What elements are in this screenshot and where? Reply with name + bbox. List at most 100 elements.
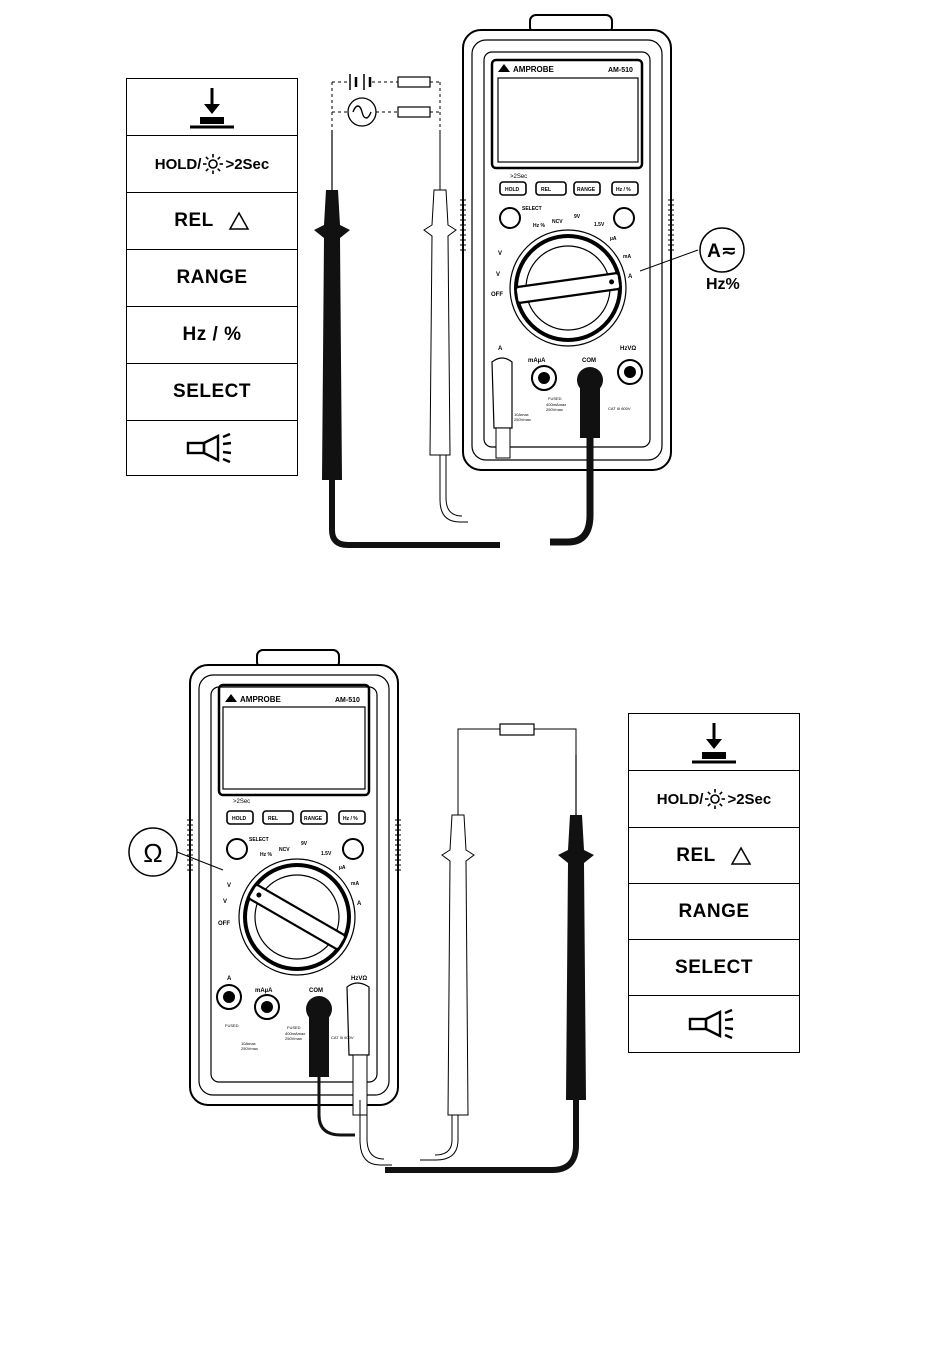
top-key-select: SELECT bbox=[127, 364, 297, 421]
select-label-bottom: SELECT bbox=[675, 956, 753, 978]
top-key-hold-backlight: HOLD/ >2Sec bbox=[127, 136, 297, 193]
bottom-key-hold-icon-cell bbox=[629, 714, 799, 771]
bottom-key-select: SELECT bbox=[629, 940, 799, 996]
dial-vac: V bbox=[496, 272, 500, 278]
resistor-icon-bottom bbox=[499, 723, 535, 736]
jack-v-label-bottom: HzVΩ bbox=[351, 976, 367, 982]
sine-wave-icon bbox=[332, 97, 440, 127]
dial-vdc: V bbox=[498, 251, 502, 257]
bottom-key-rel: REL bbox=[629, 828, 799, 884]
rel-label-bottom: REL bbox=[676, 844, 716, 866]
btn-hz-bottom: Hz / % bbox=[343, 816, 358, 822]
jack-com-label: COM bbox=[582, 358, 596, 364]
hold-label: HOLD/ bbox=[154, 155, 202, 173]
dial-ua-bottom: µA bbox=[339, 865, 346, 871]
dial-vac-bottom: V bbox=[223, 899, 227, 905]
btn-hz: Hz / % bbox=[616, 187, 631, 193]
bottom-multimeter: AMPROBE AM-510 >2Sec HOLD REL RANGE Hz /… bbox=[187, 649, 401, 1137]
brand-logo: AMPROBE bbox=[513, 65, 555, 74]
resistor-icon bbox=[397, 76, 440, 88]
a-rating-1: 10Amax bbox=[514, 412, 529, 417]
top-key-hz: Hz / % bbox=[127, 307, 297, 364]
top-callout-label: Hz% bbox=[706, 276, 740, 293]
battery-icon bbox=[332, 74, 398, 90]
dial-9v-bottom: 9V bbox=[301, 841, 308, 847]
range-label-bottom: RANGE bbox=[678, 900, 750, 922]
dial-hz-bottom: Hz % bbox=[260, 852, 273, 858]
sun-icon-bottom bbox=[705, 789, 726, 809]
rel-label: REL bbox=[174, 210, 214, 231]
callout-ohm-symbol: Ω bbox=[143, 838, 162, 868]
a-rating-1-bottom: 10Amax bbox=[241, 1041, 256, 1046]
jack-v-label: HzVΩ bbox=[620, 346, 636, 352]
ma-fused-bottom: FUSED bbox=[287, 1025, 301, 1030]
bottom-key-flashlight bbox=[629, 996, 799, 1051]
dial-ma: mA bbox=[623, 254, 631, 260]
btn-rel: REL bbox=[541, 187, 551, 193]
dial-a-bottom: A bbox=[357, 901, 362, 907]
hold-arrow-icon-bottom bbox=[692, 723, 736, 764]
bottom-key-hold-backlight: HOLD/ >2Sec bbox=[629, 771, 799, 828]
select-label: SELECT bbox=[173, 381, 251, 402]
jack-ma-label-bottom: mAµA bbox=[255, 988, 273, 994]
btn-rel-bottom: REL bbox=[268, 816, 278, 822]
top-multimeter: AMPROBE AM-510 >2Sec HOLD REL RANGE Hz /… bbox=[460, 14, 674, 546]
sun-icon bbox=[203, 154, 224, 174]
bottom-key-panel: HOLD/ >2Sec REL RANGE SELECT bbox=[628, 713, 800, 1053]
callout-a-symbol: A≂ bbox=[707, 241, 737, 262]
flashlight-icon-bottom bbox=[688, 1008, 734, 1039]
select-key-label-bottom: SELECT bbox=[249, 837, 269, 843]
backlight-hint: >2Sec bbox=[510, 174, 527, 180]
top-key-panel: HOLD/ >2Sec REL RANGE Hz / % SELECT bbox=[126, 78, 298, 476]
dial-ncv: NCV bbox=[552, 219, 563, 225]
ma-fused: FUSED bbox=[548, 396, 562, 401]
jack-a-label-bottom: A bbox=[227, 976, 232, 982]
dial-a: A bbox=[628, 274, 633, 280]
dial-off: OFF bbox=[491, 292, 503, 298]
dial-hz: Hz % bbox=[533, 223, 546, 229]
ma-rating-1-bottom: 400mAmax bbox=[285, 1031, 305, 1036]
hold-label-bottom: HOLD/ bbox=[656, 790, 704, 808]
dial-ncv-bottom: NCV bbox=[279, 847, 290, 853]
bottom-callout: Ω bbox=[128, 827, 224, 877]
top-callout: A≂ bbox=[640, 227, 745, 273]
a-rating-2: 250Vmax bbox=[514, 417, 531, 422]
btn-hold-bottom: HOLD bbox=[232, 816, 247, 822]
dial-ua: µA bbox=[610, 236, 617, 242]
hold-arrow-icon bbox=[190, 88, 234, 129]
hz-label: Hz / % bbox=[182, 324, 242, 345]
select-key-label: SELECT bbox=[522, 206, 542, 212]
ma-rating-2-bottom: 250Vmax bbox=[285, 1036, 302, 1041]
dial-9v: 9V bbox=[574, 214, 581, 220]
hold-suffix-bottom: >2Sec bbox=[727, 790, 772, 808]
jack-ma-label: mAµA bbox=[528, 358, 546, 364]
top-key-hold-icon-cell bbox=[127, 79, 297, 136]
triangle-delta-icon-bottom bbox=[730, 845, 752, 865]
cat-rating: CAT III 600V bbox=[608, 406, 631, 411]
dial-off-bottom: OFF bbox=[218, 921, 230, 927]
btn-hold: HOLD bbox=[505, 187, 520, 193]
brand-logo-bottom: AMPROBE bbox=[240, 695, 282, 704]
ma-rating-2: 250Vmax bbox=[546, 407, 563, 412]
flashlight-icon bbox=[186, 432, 232, 464]
top-key-range: RANGE bbox=[127, 250, 297, 307]
bottom-circuit-and-probes bbox=[359, 723, 594, 1173]
cat-rating-bottom: CAT III 600V bbox=[331, 1035, 354, 1040]
model-label: AM-510 bbox=[608, 67, 633, 74]
a-rating-2-bottom: 250Vmax bbox=[241, 1046, 258, 1051]
backlight-hint-bottom: >2Sec bbox=[233, 799, 250, 805]
hold-suffix: >2Sec bbox=[225, 155, 270, 173]
top-circuit-and-probes bbox=[314, 74, 500, 548]
btn-range: RANGE bbox=[577, 187, 596, 193]
range-label: RANGE bbox=[176, 267, 248, 288]
btn-range-bottom: RANGE bbox=[304, 816, 323, 822]
jack-a-label: A bbox=[498, 346, 503, 352]
dial-1-5v-bottom: 1.5V bbox=[321, 851, 332, 857]
jack-com-label-bottom: COM bbox=[309, 988, 323, 994]
bottom-key-range: RANGE bbox=[629, 884, 799, 940]
triangle-delta-icon bbox=[228, 211, 250, 230]
ma-rating-1: 400mAmax bbox=[546, 402, 566, 407]
top-key-flashlight bbox=[127, 421, 297, 475]
dial-1-5v: 1.5V bbox=[594, 222, 605, 228]
dial-vdc-bottom: V bbox=[227, 883, 231, 889]
